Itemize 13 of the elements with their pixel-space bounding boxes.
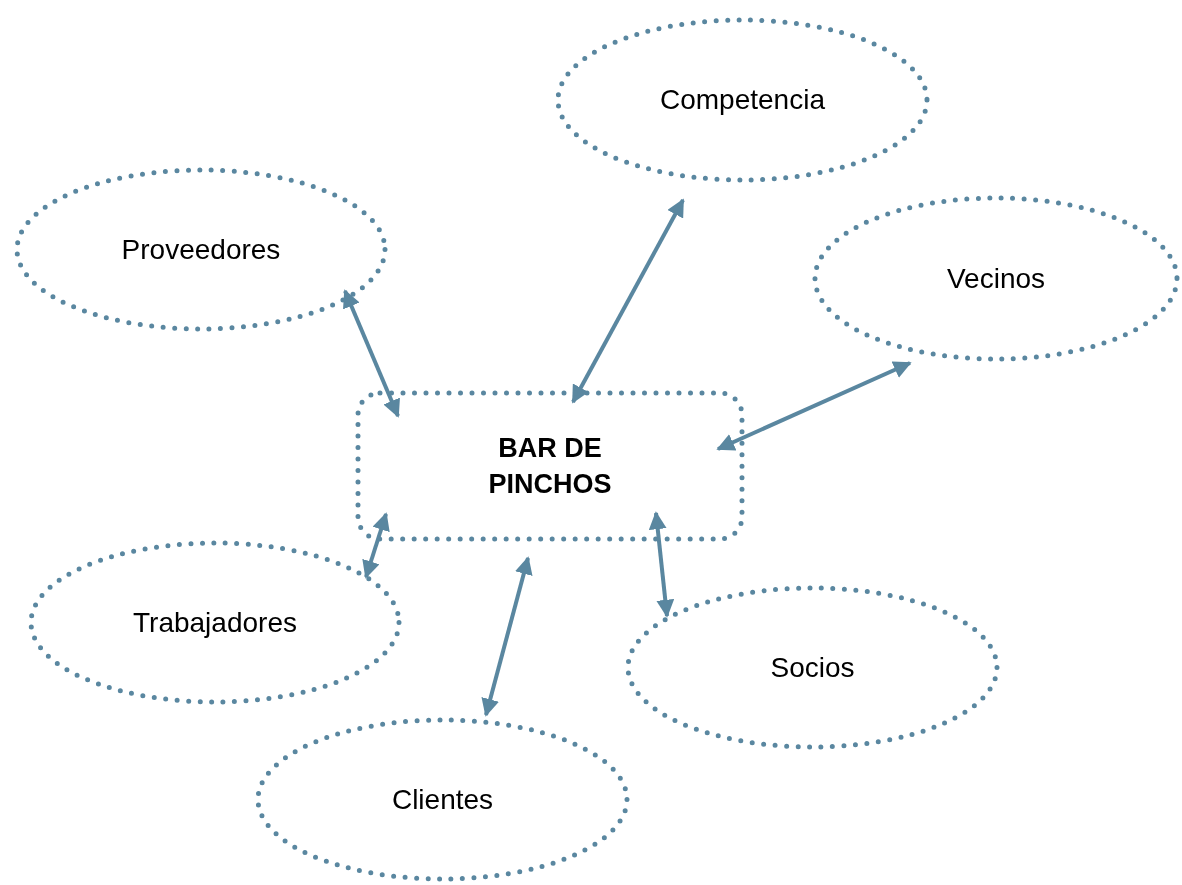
node-label: Socios (770, 650, 855, 685)
node-label: Proveedores (121, 232, 281, 267)
arrow (716, 361, 912, 451)
arrow (343, 289, 400, 418)
node-label: Clientes (391, 782, 494, 817)
node-label: Trabajadores (133, 605, 297, 640)
arrow (648, 511, 675, 618)
node-label: Vecinos (946, 261, 1046, 296)
arrow (571, 198, 685, 404)
node-label: Competencia (660, 83, 825, 117)
arrow (362, 512, 390, 579)
arrow (481, 556, 533, 717)
node-title: BAR DE PINCHOS (487, 432, 613, 501)
